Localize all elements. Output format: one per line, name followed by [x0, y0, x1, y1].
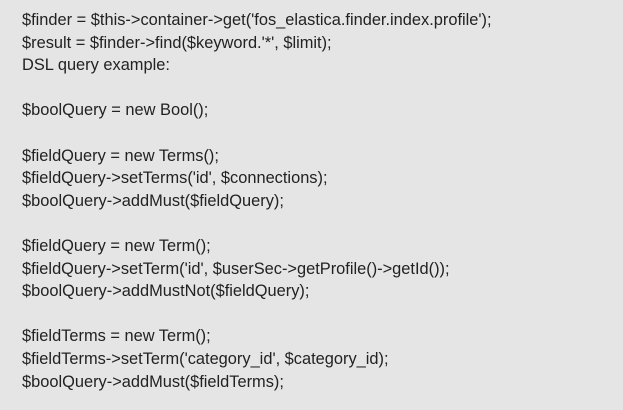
- code-line-result: $result = $finder->find($keyword.'*', $l…: [22, 33, 332, 52]
- code-line-blank: [22, 77, 623, 100]
- code-line-dsl-heading: DSL query example:: [22, 56, 170, 75]
- code-line-blank: [22, 212, 623, 235]
- code-line-set-term-id: $fieldQuery->setTerm('id', $userSec->get…: [22, 259, 450, 278]
- code-line-add-must-field-terms: $boolQuery->addMust($fieldTerms);: [22, 372, 284, 391]
- code-line-set-term-category: $fieldTerms->setTerm('category_id', $cat…: [22, 349, 389, 368]
- code-line-field-query-terms: $fieldQuery = new Terms();: [22, 146, 219, 165]
- code-line-bool-query: $boolQuery = new Bool();: [22, 101, 209, 120]
- code-line-finder: $finder = $this->container->get('fos_ela…: [22, 11, 492, 29]
- code-line-field-terms: $fieldTerms = new Term();: [22, 327, 211, 346]
- code-line-add-must: $boolQuery->addMust($fieldQuery);: [22, 191, 284, 210]
- code-line-set-terms: $fieldQuery->setTerms('id', $connections…: [22, 169, 328, 188]
- code-line-field-query-term: $fieldQuery = new Term();: [22, 236, 211, 255]
- code-line-blank: [22, 303, 623, 326]
- code-line-add-must-not: $boolQuery->addMustNot($fieldQuery);: [22, 282, 310, 301]
- code-line-blank: [22, 122, 623, 145]
